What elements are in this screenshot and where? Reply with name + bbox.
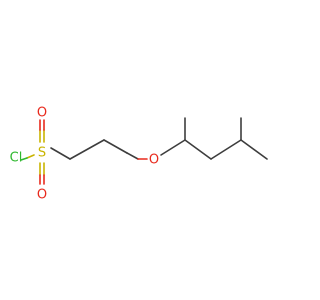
bond-c4-c5 [184, 139, 212, 160]
atom-oxygen-bottom: O [37, 188, 47, 203]
atom-chlorine: Cl [10, 151, 23, 166]
bond-s-c1 [50, 147, 71, 160]
bond-c6-methyl-right [240, 139, 268, 160]
atom-oxygen-ether: O [149, 153, 159, 168]
bond-c3-c3b [126, 152, 139, 160]
atom-oxygen-top: O [37, 106, 47, 121]
bond-c5-c6 [210, 139, 242, 160]
atom-sulfur: S [38, 146, 46, 161]
molecule-structure: Cl S O O O [10, 106, 268, 203]
bond-cl-s [20, 157, 28, 161]
bond-s-cl [26, 154, 35, 159]
bond-c2-c3 [103, 139, 128, 154]
bond-o-c4 [160, 139, 186, 156]
bond-c1-c2 [69, 139, 105, 160]
molecule-canvas: Cl S O O O [10, 106, 268, 203]
